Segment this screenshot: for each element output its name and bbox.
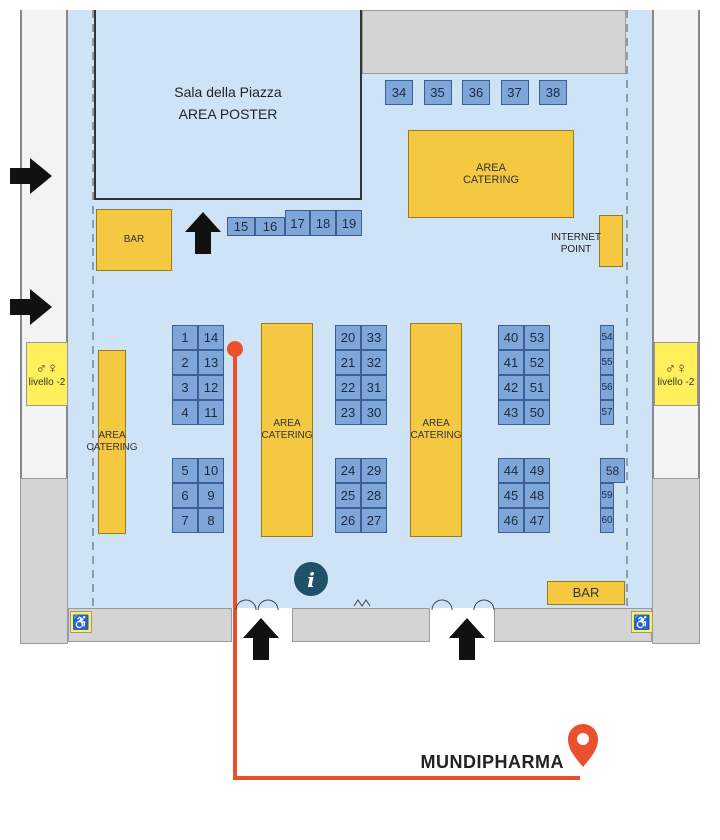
booth-57: 57 [600,400,614,425]
booth-34: 34 [385,80,413,105]
booth-8: 8 [198,508,224,533]
booth-33: 33 [361,325,387,350]
booth-51: 51 [524,375,550,400]
booth-2: 2 [172,350,198,375]
booth-29: 29 [361,458,387,483]
booth-5: 5 [172,458,198,483]
livello-left: ♂♀ livello -2 [26,342,68,406]
livello-right: ♂♀ livello -2 [654,342,698,406]
booth-35: 35 [423,80,452,105]
booth-16: 16 [255,217,285,236]
booth-47: 47 [524,508,550,533]
catering-center-right: AREA CATERING [410,323,462,537]
entrance-arrow-icon [10,158,52,194]
booth-11: 11 [198,400,224,425]
destination-label: MUNDIPHARMA [420,752,564,772]
booth-23: 23 [335,400,361,425]
booth-10: 10 [198,458,224,483]
door-marks [235,599,495,611]
entrance-arrow-icon [185,212,221,254]
booth-1: 1 [172,325,198,350]
right-wall-grey [652,478,700,644]
catering-top: AREA CATERING [408,130,574,218]
route-line [233,348,580,780]
booth-59: 59 [600,483,614,508]
booth-25: 25 [335,483,361,508]
booth-20: 20 [335,325,361,350]
location-pin-icon [568,724,598,767]
booth-54: 54 [600,325,614,350]
sala-title: Sala della Piazza [174,84,282,100]
booth-22: 22 [335,375,361,400]
booth-30: 30 [361,400,387,425]
entrance-arrow-icon [243,618,279,660]
sala-subtitle: AREA POSTER [178,106,278,122]
booth-28: 28 [361,483,387,508]
booth-9: 9 [198,483,224,508]
bar-left: BAR [96,209,172,271]
booth-17: 17 [285,210,310,236]
bar-right: BAR [547,581,625,605]
booth-40: 40 [498,325,524,350]
entrance-arrow-icon [10,289,52,325]
booth-49: 49 [524,458,550,483]
wheelchair-icon: ♿ [631,611,653,633]
booth-38: 38 [539,80,567,105]
catering-left: AREA CATERING [87,350,137,534]
booth-14: 14 [198,325,224,350]
booth-53: 53 [524,325,550,350]
info-icon: i [294,562,328,596]
entrance-arrow-icon [449,618,485,660]
booth-18: 18 [310,210,336,236]
booth-48: 48 [524,483,550,508]
wheelchair-icon: ♿ [70,611,92,633]
bottom-wall-left [68,608,232,642]
sala-della-piazza [94,10,362,200]
toilet-icon: ♂♀ [35,360,59,377]
booth-15: 15 [227,217,255,236]
booth-45: 45 [498,483,524,508]
booth-43: 43 [498,400,524,425]
booth-3: 3 [172,375,198,400]
route-start-dot [227,341,243,357]
booth-6: 6 [172,483,198,508]
booth-52: 52 [524,350,550,375]
booth-32: 32 [361,350,387,375]
booth-4: 4 [172,400,198,425]
left-wall-grey [20,478,68,644]
booth-12: 12 [198,375,224,400]
booth-37: 37 [500,80,529,105]
booth-44: 44 [498,458,524,483]
booth-21: 21 [335,350,361,375]
booth-26: 26 [335,508,361,533]
booth-60: 60 [600,508,614,533]
svg-text:i: i [307,568,315,592]
booth-55: 55 [600,350,614,375]
booth-42: 42 [498,375,524,400]
booth-31: 31 [361,375,387,400]
service-block-top [362,10,626,74]
booth-36: 36 [462,80,490,105]
livello-left-label: livello -2 [28,377,66,388]
booth-13: 13 [198,350,224,375]
bottom-wall-middle [292,608,430,642]
booth-24: 24 [335,458,361,483]
booth-19: 19 [336,210,362,236]
internet-point-label: INTERNET POINT [551,232,601,255]
booth-46: 46 [498,508,524,533]
booth-27: 27 [361,508,387,533]
catering-center-left: AREA CATERING [261,323,313,537]
toilet-icon: ♂♀ [664,360,688,377]
booth-58: 58 [600,458,625,483]
booth-50: 50 [524,400,550,425]
livello-right-label: livello -2 [657,377,695,388]
bottom-wall-right [494,608,652,642]
booth-7: 7 [172,508,198,533]
booth-56: 56 [600,375,614,400]
internet-point-box [599,215,623,267]
booth-41: 41 [498,350,524,375]
